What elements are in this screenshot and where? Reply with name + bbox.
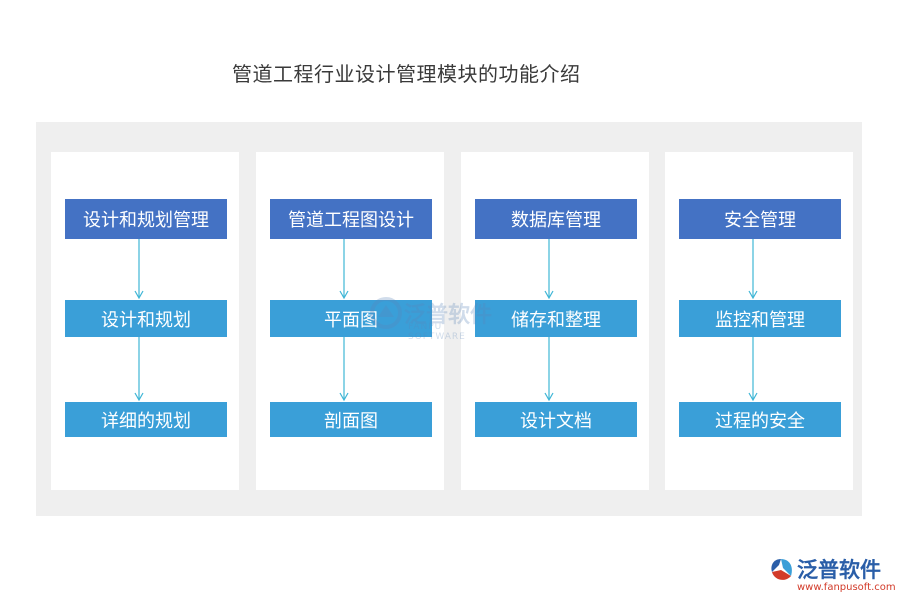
down-arrow (134, 239, 144, 300)
bottom-box: 过程的安全 (679, 402, 841, 437)
down-arrow (134, 337, 144, 402)
watermark: 泛普软件 FANPU SOFTWARE (368, 295, 493, 342)
bottom-box: 详细的规划 (65, 402, 227, 437)
middle-box: 监控和管理 (679, 300, 841, 337)
bottom-box: 设计文档 (475, 402, 637, 437)
brand-name: 泛普软件 (797, 558, 881, 582)
header-box: 数据库管理 (475, 199, 637, 239)
down-arrow (748, 239, 758, 300)
bottom-box: 剖面图 (270, 402, 432, 437)
down-arrow (544, 239, 554, 300)
column-database: 数据库管理 储存和整理 设计文档 (461, 152, 649, 490)
column-pipeline-drawing: 管道工程图设计 平面图 剖面图 (256, 152, 444, 490)
watermark-logo-icon (370, 297, 402, 329)
down-arrow (748, 337, 758, 402)
column-safety: 安全管理 监控和管理 过程的安全 (665, 152, 853, 490)
header-box: 管道工程图设计 (270, 199, 432, 239)
page-title: 管道工程行业设计管理模块的功能介绍 (232, 62, 581, 86)
watermark-subtext: FANPU SOFTWARE (408, 322, 466, 342)
down-arrow (544, 337, 554, 402)
header-box: 设计和规划管理 (65, 199, 227, 239)
watermark-text: 泛普软件 (404, 303, 493, 328)
middle-box: 平面图 (270, 300, 432, 337)
down-arrow (339, 239, 349, 300)
brand-url: www.fanpusoft.com (797, 582, 896, 593)
middle-box: 设计和规划 (65, 300, 227, 337)
header-box: 安全管理 (679, 199, 841, 239)
middle-box: 储存和整理 (475, 300, 637, 337)
column-design-planning: 设计和规划管理 设计和规划 详细的规划 (51, 152, 239, 490)
down-arrow (339, 337, 349, 402)
brand-logo-icon (771, 559, 792, 580)
brand-logo: 泛普软件 www.fanpusoft.com (767, 552, 896, 596)
